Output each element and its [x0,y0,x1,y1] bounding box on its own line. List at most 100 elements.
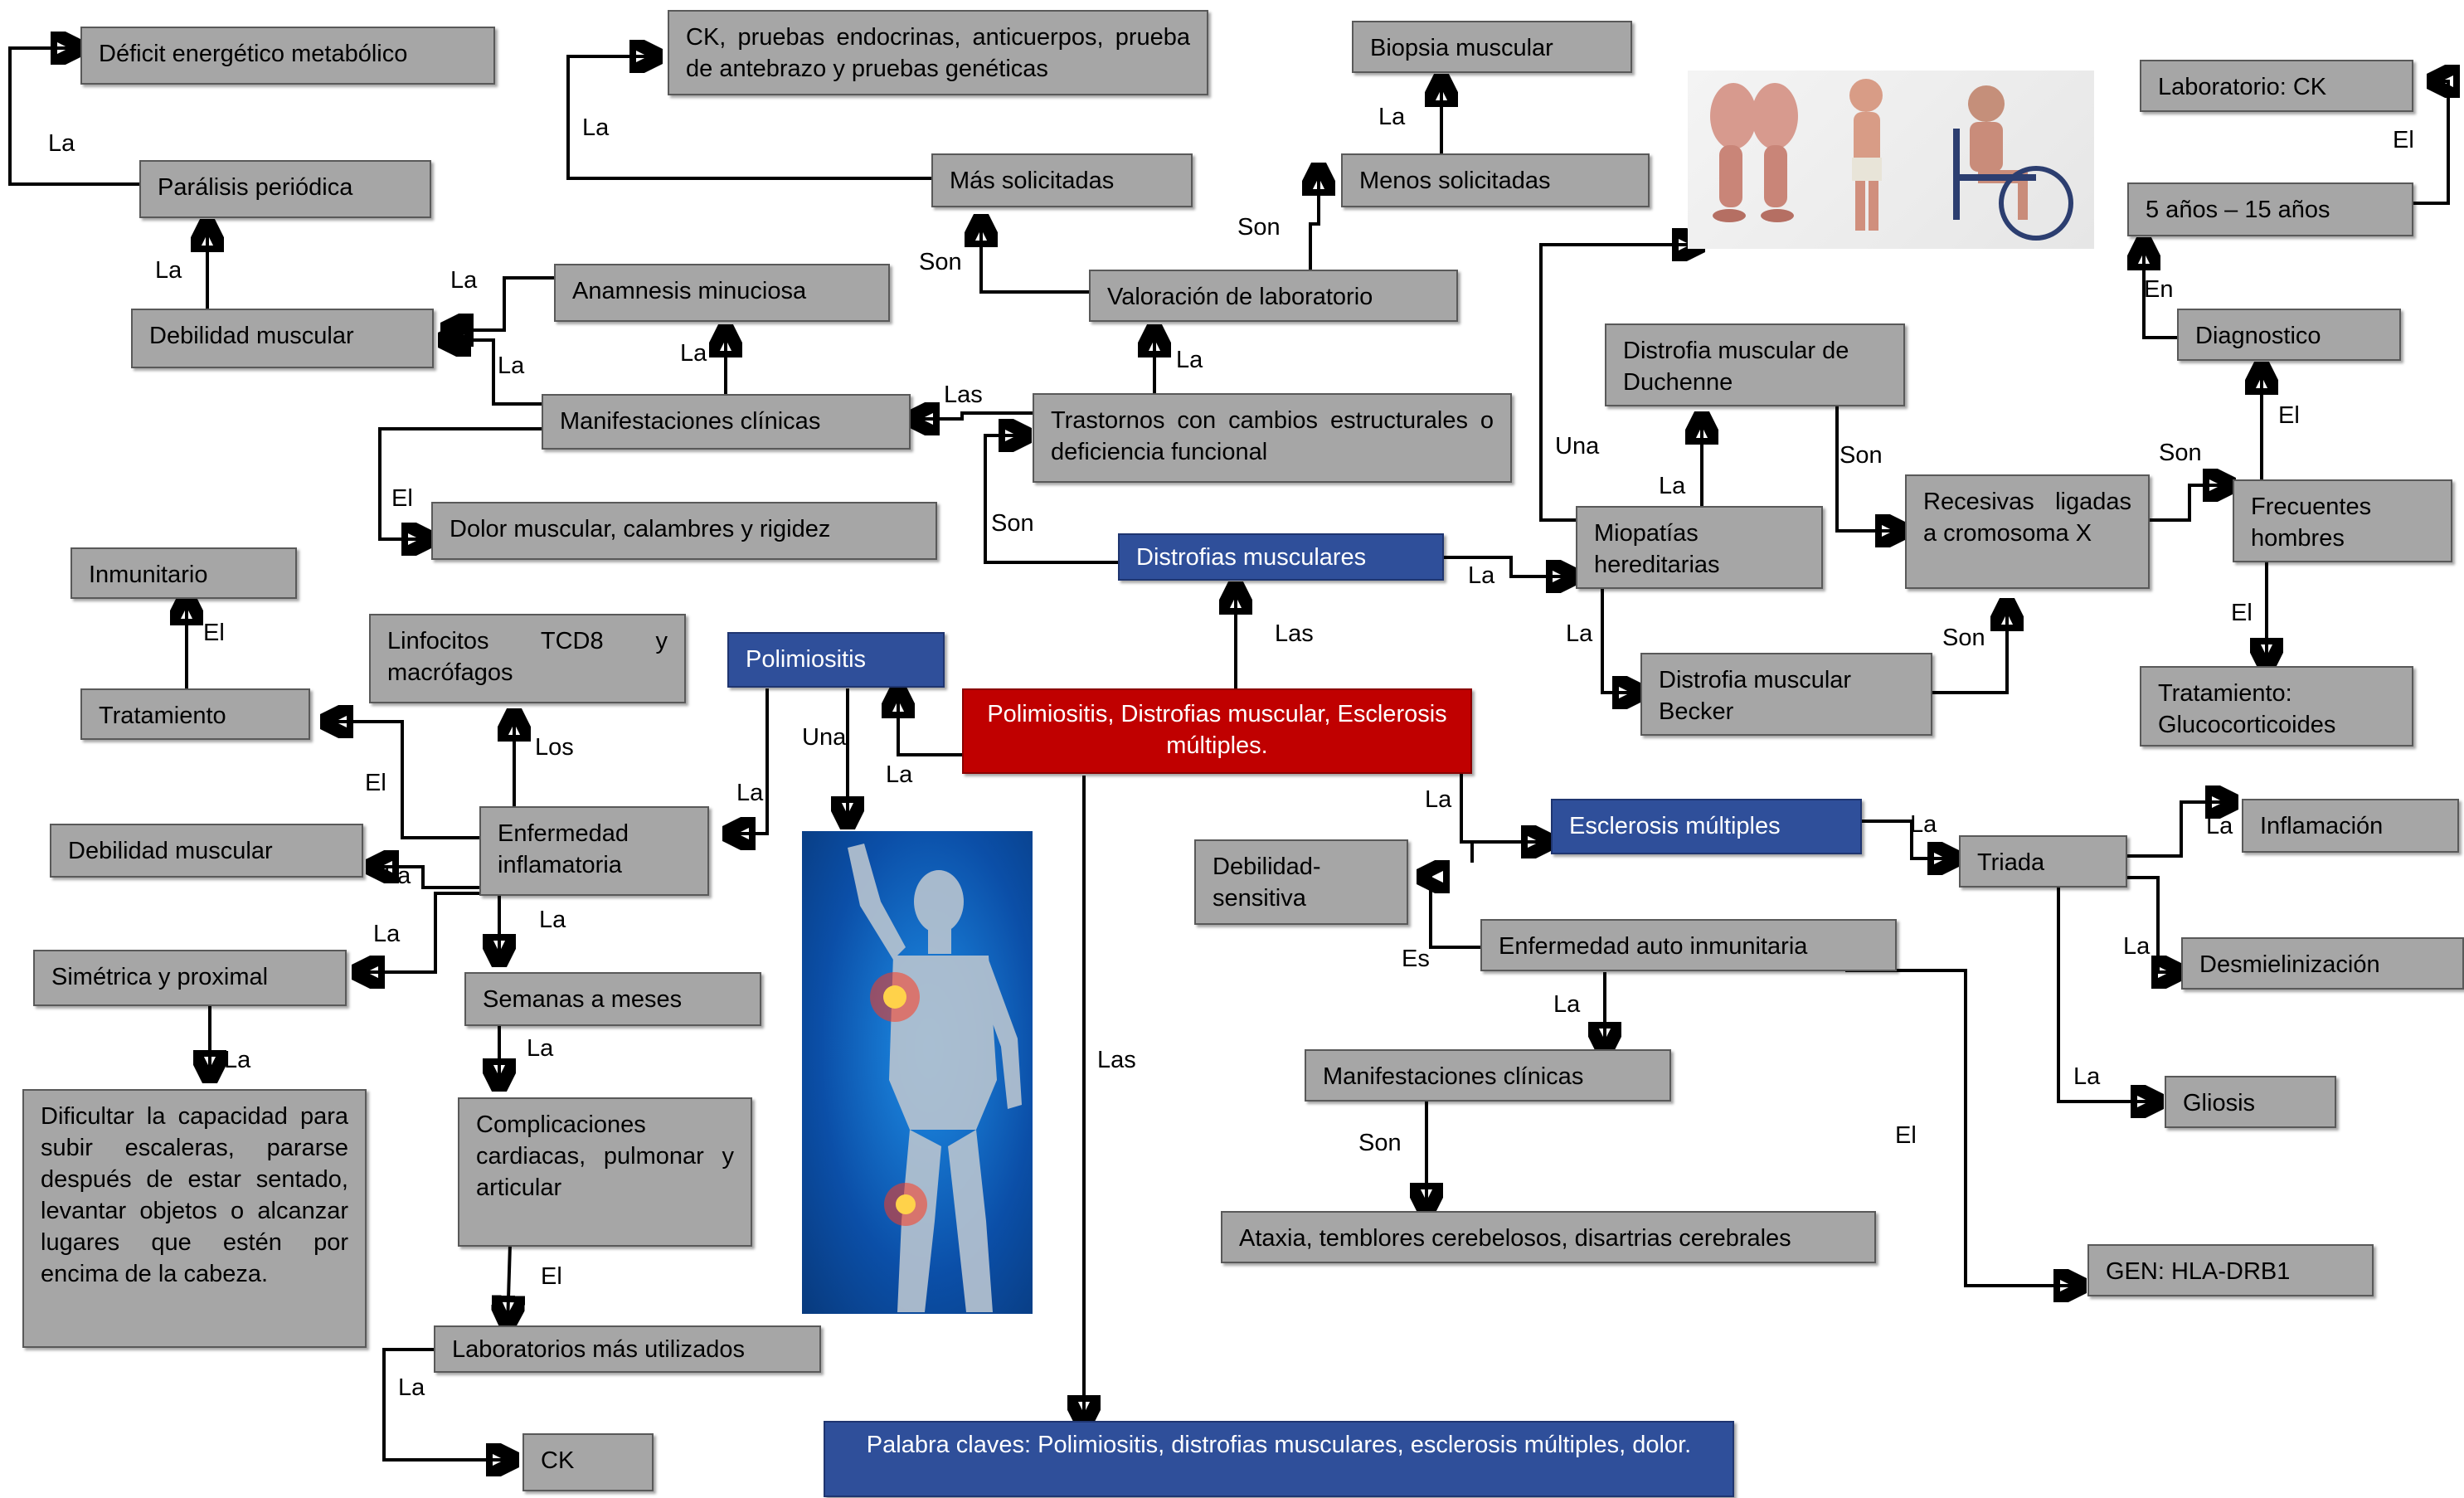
node-esclerosis[interactable]: Esclerosis múltiples [1551,799,1862,854]
node-trastornos[interactable]: Trastornos con cambios estructurales o d… [1033,393,1512,483]
line-manifest-dolor [378,427,543,539]
node-desmielinizacion[interactable]: Desmielinización [2181,937,2464,990]
label-son-mas: Son [919,249,962,275]
label-la-dificultar: La [224,1047,251,1073]
node-gen[interactable]: GEN: HLA-DRB1 [2087,1244,2374,1296]
node-complicaciones[interactable]: Complicaciones cardiacas, pulmonar y art… [458,1097,752,1247]
label-una-image: Una [1555,433,1600,460]
label-el-dolor: El [391,485,413,512]
node-enfermedad-inflamatoria[interactable]: Enfermedad inflamatoria [479,806,709,896]
node-diagnostico[interactable]: Diagnostico [2177,309,2401,361]
line-recesivas-frecuentes [2150,485,2233,522]
label-las-keywords: Las [1097,1047,1136,1073]
node-inmunitario[interactable]: Inmunitario [70,547,297,599]
label-la-mas-detalle: La [582,114,610,141]
node-dificultar[interactable]: Dificultar la capacidad para subir escal… [22,1089,367,1348]
node-frecuentes[interactable]: Frecuentes hombres [2233,479,2452,562]
muscle-pain-illustration [802,831,1033,1314]
label-la-becker: La [1566,620,1593,647]
label-la-inflamacion: La [2206,813,2233,839]
node-tratamiento-gluco[interactable]: Tratamiento: Glucocorticoides [2140,666,2413,747]
label-el-laboratorio: El [2393,127,2414,153]
label-la-semanas: La [539,907,566,933]
node-laboratorio-ck[interactable]: Laboratorio: CK [2140,60,2413,112]
node-mas-solicitadas[interactable]: Más solicitadas [931,153,1193,207]
label-la-biopsia: La [1378,104,1406,130]
line-enfermedad-tratamiento [323,722,481,839]
label-la-deficit: La [48,130,75,157]
node-distrofias[interactable]: Distrofias musculares [1118,533,1444,581]
label-la-triada: La [1910,811,1937,838]
label-el-tratamiento: El [2231,600,2253,626]
node-mas-detalle[interactable]: CK, pruebas endocrinas, anticuerpos, pru… [668,10,1208,95]
central-topic[interactable]: Polimiositis, Distrofias muscular, Escle… [962,688,1472,774]
line-becker-recesivas [1932,601,2007,694]
node-laboratorios[interactable]: Laboratorios más utilizados [434,1325,821,1373]
line-miopatias-image [1539,245,1702,522]
label-la-desmielinizacion: La [2123,933,2151,960]
node-becker[interactable]: Distrofia muscular Becker [1640,653,1932,736]
node-debilidad-polimiositis[interactable]: Debilidad muscular [50,824,363,878]
line-complicaciones-laboratorios [508,1243,510,1325]
children-muscular-dystrophy-image [1710,79,2073,241]
line-distrofias-trastornos [984,435,1120,564]
node-anamnesis[interactable]: Anamnesis minuciosa [554,264,890,322]
node-valoracion[interactable]: Valoración de laboratorio [1089,270,1458,322]
label-la-anamnesis: La [680,340,707,367]
line-anamnesis-debilidad [444,276,556,330]
node-dolor[interactable]: Dolor muscular, calambres y rigidez [431,502,937,560]
label-son-trastornos: Son [991,510,1034,537]
line-edad-laboratorio [2413,81,2448,205]
line-duchenne-recesivas [1835,406,1905,531]
node-deficit[interactable]: Déficit energético metabólico [80,27,495,85]
node-inflamacion[interactable]: Inflamación [2242,799,2459,853]
patients-illustration [1688,71,2094,249]
node-manifestaciones-esclerosis[interactable]: Manifestaciones clínicas [1305,1049,1671,1102]
label-las-central: Las [1275,620,1314,647]
line-autoinmune-gen [1845,969,2083,1286]
line-diagnostico-edad [2144,241,2177,339]
node-menos-solicitadas[interactable]: Menos solicitadas [1341,153,1650,207]
node-biopsia[interactable]: Biopsia muscular [1352,21,1632,73]
line-valoracion-menos [1310,166,1319,270]
node-ataxia[interactable]: Ataxia, temblores cerebelosos, disartria… [1221,1211,1876,1263]
label-la-debilidad: La [498,353,525,379]
label-el-gen: El [1895,1122,1917,1149]
line-enfermedad-simetrica [355,892,483,972]
label-la-miopatias: La [1468,562,1495,589]
line-central-esclerosis [1460,771,1551,842]
node-miopatias[interactable]: Miopatías hereditarias [1576,506,1823,589]
node-debilidad[interactable]: Debilidad muscular [131,309,434,368]
line-mas-detalle [566,56,933,180]
node-tratamiento[interactable]: Tratamiento [80,688,310,740]
node-triada[interactable]: Triada [1959,835,2127,888]
node-manifestaciones[interactable]: Manifestaciones clínicas [542,394,911,450]
node-polimiositis[interactable]: Polimiositis [727,632,945,688]
node-autoinmune[interactable]: Enfermedad auto inmunitaria [1480,919,1897,971]
line-triada-desmielinizacion [2127,876,2181,972]
node-recesivas[interactable]: Recesivas ligadas a cromosoma X [1905,474,2150,589]
label-es-debilidad: Es [1402,946,1430,972]
label-la-simetrica: La [373,921,401,947]
label-la-ck: La [398,1374,425,1401]
node-debilidad-sensitiva[interactable]: Debilidad-sensitiva [1194,839,1408,925]
line-trastornos-manifest [910,413,1033,419]
node-semanas[interactable]: Semanas a meses [464,972,761,1026]
label-la-debil-from-anam: La [450,267,478,294]
node-gliosis[interactable]: Gliosis [2165,1076,2336,1128]
node-simetrica[interactable]: Simétrica y proximal [33,950,347,1006]
line-miopatias-becker [1601,589,1642,693]
line-valoracion-mas [981,217,1091,294]
line-laboratorios-ck [382,1348,516,1460]
label-las-manifest: Las [944,382,983,408]
node-paralisis[interactable]: Parálisis periódica [139,160,431,218]
node-ck[interactable]: CK [522,1433,654,1491]
node-duchenne[interactable]: Distrofia muscular de Duchenne [1605,323,1905,406]
label-la-valoracion: La [1176,347,1203,373]
label-la-duchenne: La [1659,473,1686,499]
label-el-tratamiento-p: El [365,770,386,796]
label-el-laboratorios: El [541,1263,562,1290]
node-linfocitos[interactable]: Linfocitos TCD8 y macrófagos [369,614,686,703]
node-edad[interactable]: 5 años – 15 años [2127,182,2413,236]
